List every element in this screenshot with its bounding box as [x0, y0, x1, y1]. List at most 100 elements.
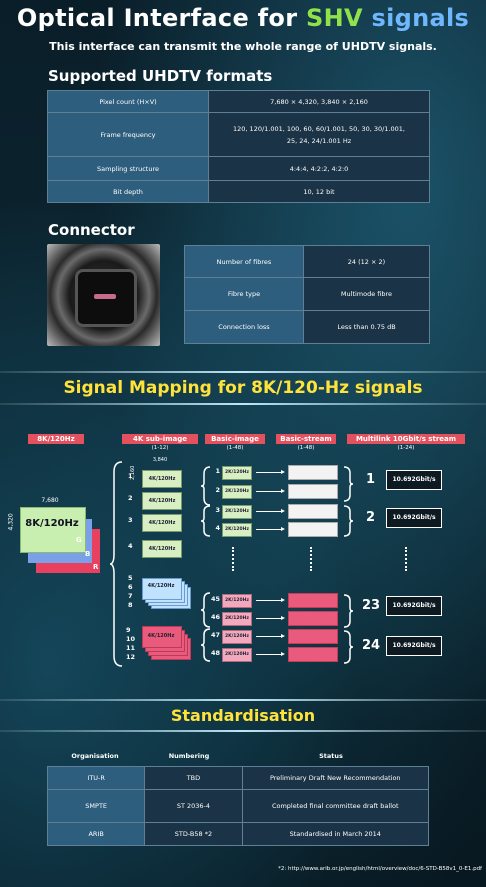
connector-key: Number of fibres: [184, 245, 304, 278]
std-num: TBD: [144, 766, 243, 790]
link-number: 24: [362, 638, 381, 653]
continuation-dots: [310, 547, 314, 571]
basic-number: 45: [210, 595, 220, 603]
stream-brace: [343, 466, 354, 502]
basic-brace: [200, 592, 211, 628]
formats-value: 7,680 × 4,320, 3,840 × 2,160: [208, 90, 430, 113]
link-rate-box: 10.692Gbit/s: [386, 596, 442, 616]
connector-key: Connection loss: [184, 310, 304, 344]
link-rate-box: 10.692Gbit/s: [386, 508, 442, 528]
col-basic-stream-label: Basic-stream: [276, 434, 336, 444]
formats-value: 120, 120/1.001, 100, 60, 60/1.001, 50, 3…: [208, 112, 430, 157]
std-num: ST 2036-4: [144, 789, 243, 823]
stream-brace: [343, 630, 354, 664]
std-status: Standardised in March 2014: [241, 822, 430, 846]
link-number: 23: [362, 598, 381, 613]
sub-number: 2: [128, 494, 133, 502]
mapping-arrow: [256, 634, 285, 638]
title-part-3: signals: [362, 4, 470, 32]
table-row: Pixel count (H×V)7,680 × 4,320, 3,840 × …: [47, 90, 430, 113]
sub-number: 7: [128, 592, 133, 600]
formats-key: Sampling structure: [47, 156, 209, 181]
basic-brace: [200, 505, 211, 537]
title-part-shv: SHV: [306, 4, 363, 32]
col-4k-range: (1-12): [151, 445, 169, 451]
mapping-arrow: [256, 509, 285, 513]
formats-value: 10, 12 bit: [208, 180, 430, 203]
sub-number: 3: [128, 516, 133, 524]
basic-number: 47: [210, 631, 220, 639]
mapping-arrow: [256, 470, 285, 474]
basic-stream: [288, 504, 338, 519]
formats-value: 4:4:4, 4:2:2, 4:2:0: [208, 156, 430, 181]
stream-brace: [343, 594, 354, 628]
basic-image: 2K/120Hz: [222, 523, 252, 537]
formats-table: Pixel count (H×V)7,680 × 4,320, 3,840 × …: [47, 90, 430, 203]
section-divider: [0, 403, 486, 405]
sub-number: 4: [128, 542, 133, 550]
plane-r-label: R: [93, 563, 99, 571]
sub-number: 1: [128, 472, 133, 480]
title-part-1: Optical Interface for: [16, 4, 306, 32]
connector-value: Less than 0.75 dB: [303, 310, 430, 344]
std-num: STD-B58 *2: [144, 822, 243, 846]
src-width: 7,680: [41, 497, 59, 504]
basic-image: 2K/120Hz: [222, 630, 252, 644]
basic-number: 3: [215, 506, 220, 514]
basic-image: 2K/120Hz: [222, 466, 252, 480]
section-divider: [0, 730, 486, 732]
col-8k-label: 8K/120Hz: [28, 434, 84, 444]
std-header-org: Organisation: [71, 752, 119, 760]
continuation-dots: [405, 547, 409, 571]
basic-stream: [288, 465, 338, 480]
basic-number: 2: [215, 486, 220, 494]
connector-value: Multimode fibre: [303, 277, 430, 311]
sub-number: 6: [128, 583, 133, 591]
basic-number: 46: [210, 613, 220, 621]
basic-stream: [288, 593, 338, 608]
mapping-arrow: [256, 598, 285, 602]
mapping-arrow: [256, 527, 285, 531]
basic-stream: [288, 611, 338, 626]
mapping-arrow: [256, 652, 285, 656]
sub-image-g: 4K/120Hz: [142, 492, 182, 510]
sub-number: 5: [128, 574, 133, 582]
plane-g: [20, 507, 86, 553]
basic-image: 2K/120Hz: [222, 485, 252, 499]
basic-stream: [288, 629, 338, 644]
basic-stream: [288, 484, 338, 499]
basic-number: 1: [215, 467, 220, 475]
connector-key: Fibre type: [184, 277, 304, 311]
standard-heading: Standardisation: [170, 706, 316, 725]
basic-image: 2K/120Hz: [222, 648, 252, 662]
section-divider: [0, 371, 486, 373]
connector-heading: Connector: [48, 221, 135, 239]
col-basic-stream-range: (1-48): [297, 445, 315, 451]
section-divider: [0, 699, 486, 701]
sub-width: 3,840: [152, 457, 168, 463]
link-rate-box: 10.692Gbit/s: [386, 636, 442, 656]
col-basic-image-range: (1-48): [226, 445, 244, 451]
page-subtitle: This interface can transmit the whole ra…: [49, 40, 437, 53]
col-basic-image-label: Basic-image: [205, 434, 265, 444]
formats-key: Bit depth: [47, 180, 209, 203]
col-multilink-range: (1-24): [397, 445, 415, 451]
link-number: 2: [366, 510, 376, 525]
std-org: ARIB: [46, 822, 146, 846]
col-multilink-label: Multilink 10Gbit/s stream: [347, 434, 465, 444]
connector-value: 24 (12 × 2): [303, 245, 430, 278]
footnote: *2: http://www.arib.or.jp/english/html/o…: [278, 866, 482, 872]
std-header-status: Status: [319, 752, 343, 760]
basic-number: 4: [215, 524, 220, 532]
page-title: Optical Interface for SHV signals: [0, 4, 486, 32]
stream-brace: [343, 505, 354, 537]
